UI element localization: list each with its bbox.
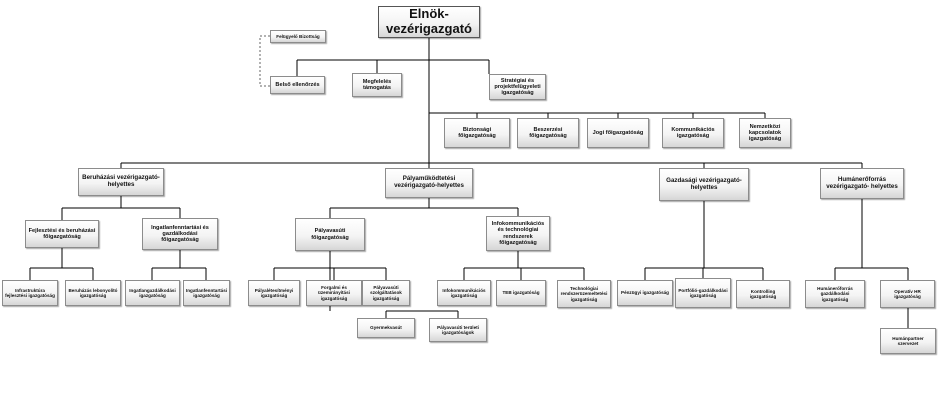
traffic-control-box: Forgalmi és üzemirányítási igazgatóság (306, 280, 362, 306)
railway-box: Pályavasúti főigazgatóság (295, 218, 365, 251)
hr-management-box: Humánerőforrás gazdálkodási igazgatóság (805, 280, 865, 308)
controlling-box: Kontrolling igazgatóság (736, 280, 790, 308)
ict-box: Infokommunikációs és technológiai rendsz… (486, 216, 550, 251)
deputy-hr-box: Humánerőforrás vezérigazgató- helyettes (820, 168, 904, 199)
operative-hr-box: Operatív HR igazgatóság (880, 280, 935, 308)
international-box: Nemzetközi kapcsolatok igazgatóság (739, 118, 791, 148)
legal-box: Jogi főigazgatóság (587, 118, 649, 148)
deputy-investment-box: Beruházási vezérigazgató-helyettes (78, 168, 164, 196)
railway-services-box: Pályavasúti szolgáltatások igazgatóság (362, 280, 410, 306)
children-railway-box: Gyermekvasút (357, 318, 415, 338)
hr-partner-box: Humánpartner szervezet (880, 328, 936, 354)
compliance-box: Megfelelés támogatás (352, 73, 402, 97)
communication-box: Kommunikációs igazgatóság (662, 118, 724, 148)
strategy-box: Stratégiai és projektfelügyeleti igazgat… (489, 74, 546, 100)
deputy-operations-box: Pályaműködtetési vezérigazgató-helyettes (385, 168, 473, 198)
infocommunication-box: Infokommunikációs igazgatóság (437, 280, 491, 306)
treasury-box: Pénzügyi igazgatóság (617, 280, 673, 306)
real-estate-maintenance-box: Ingatlanfenntartási igazgatóság (183, 280, 230, 306)
investment-implementation-box: Beruházás lebonyolító igazgatóság (65, 280, 121, 306)
development-box: Fejlesztési és beruházási főigazgatóság (25, 220, 99, 248)
real-estate-box: Ingatlanfenntartási és gazdálkodási főig… (142, 218, 218, 250)
teb-box: TEB igazgatóság (496, 280, 546, 306)
regional-railway-box: Pályavasúti területi igazgatóságok (429, 318, 487, 342)
real-estate-management-box: Ingatlangazdálkodási igazgatóság (125, 280, 180, 306)
internal-audit-box: Belső ellenőrzés (270, 76, 325, 94)
tech-systems-box: Technológiai rendszerüzemeltetési igazga… (557, 280, 611, 308)
track-facilities-box: Pályalétesítményi igazgatóság (248, 280, 300, 306)
supervisory-board-box: Felügyelő Bizottság (270, 30, 326, 43)
ceo-box: Elnök-vezérigazgató (378, 6, 480, 38)
infrastructure-box: Infrastruktúra fejlesztési igazgatóság (2, 280, 58, 306)
portfolio-box: Portfólió-gazdálkodási igazgatóság (675, 278, 731, 308)
deputy-finance-box: Gazdasági vezérigazgató-helyettes (659, 168, 749, 201)
security-box: Biztonsági főigazgatóság (444, 118, 510, 148)
procurement-box: Beszerzési főigazgatóság (517, 118, 579, 148)
